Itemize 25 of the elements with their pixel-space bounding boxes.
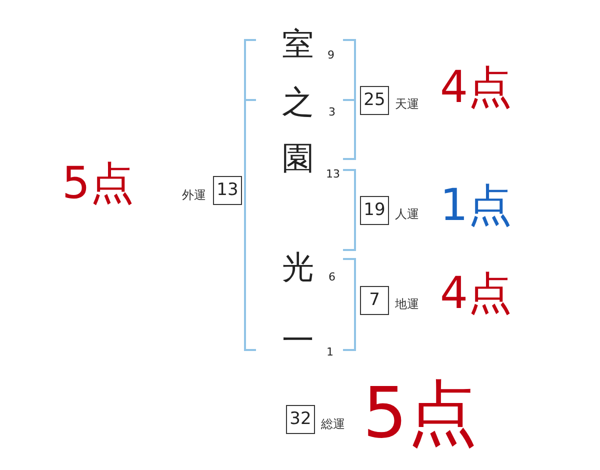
fortune-label: 外運 — [182, 189, 206, 201]
kanji-character: 光 — [282, 251, 314, 283]
kanji-character: 園 — [282, 142, 314, 174]
total-box: 25 — [360, 86, 389, 115]
score-text: 4点 — [440, 272, 512, 316]
stroke-count: 1 — [326, 346, 334, 358]
score-text: 4点 — [440, 66, 512, 110]
score-text: 1点 — [440, 184, 512, 228]
kanji-character: 室 — [282, 28, 314, 60]
stroke-count: 3 — [328, 106, 336, 118]
score-text: 5点 — [62, 162, 134, 206]
fortune-label: 地運 — [395, 298, 419, 310]
fortune-label: 総運 — [321, 418, 345, 430]
total-box: 7 — [360, 286, 389, 315]
total-box: 19 — [360, 196, 389, 225]
total-box: 32 — [286, 405, 315, 434]
fortune-label: 天運 — [395, 98, 419, 110]
fortune-label: 人運 — [395, 208, 419, 220]
stroke-count: 13 — [326, 168, 340, 180]
kanji-character: 一 — [282, 324, 314, 356]
total-box: 13 — [213, 176, 242, 205]
stroke-count: 6 — [328, 272, 336, 282]
score-text: 5点 — [362, 378, 478, 448]
kanji-character: 之 — [282, 86, 314, 118]
stroke-count: 9 — [328, 50, 334, 60]
